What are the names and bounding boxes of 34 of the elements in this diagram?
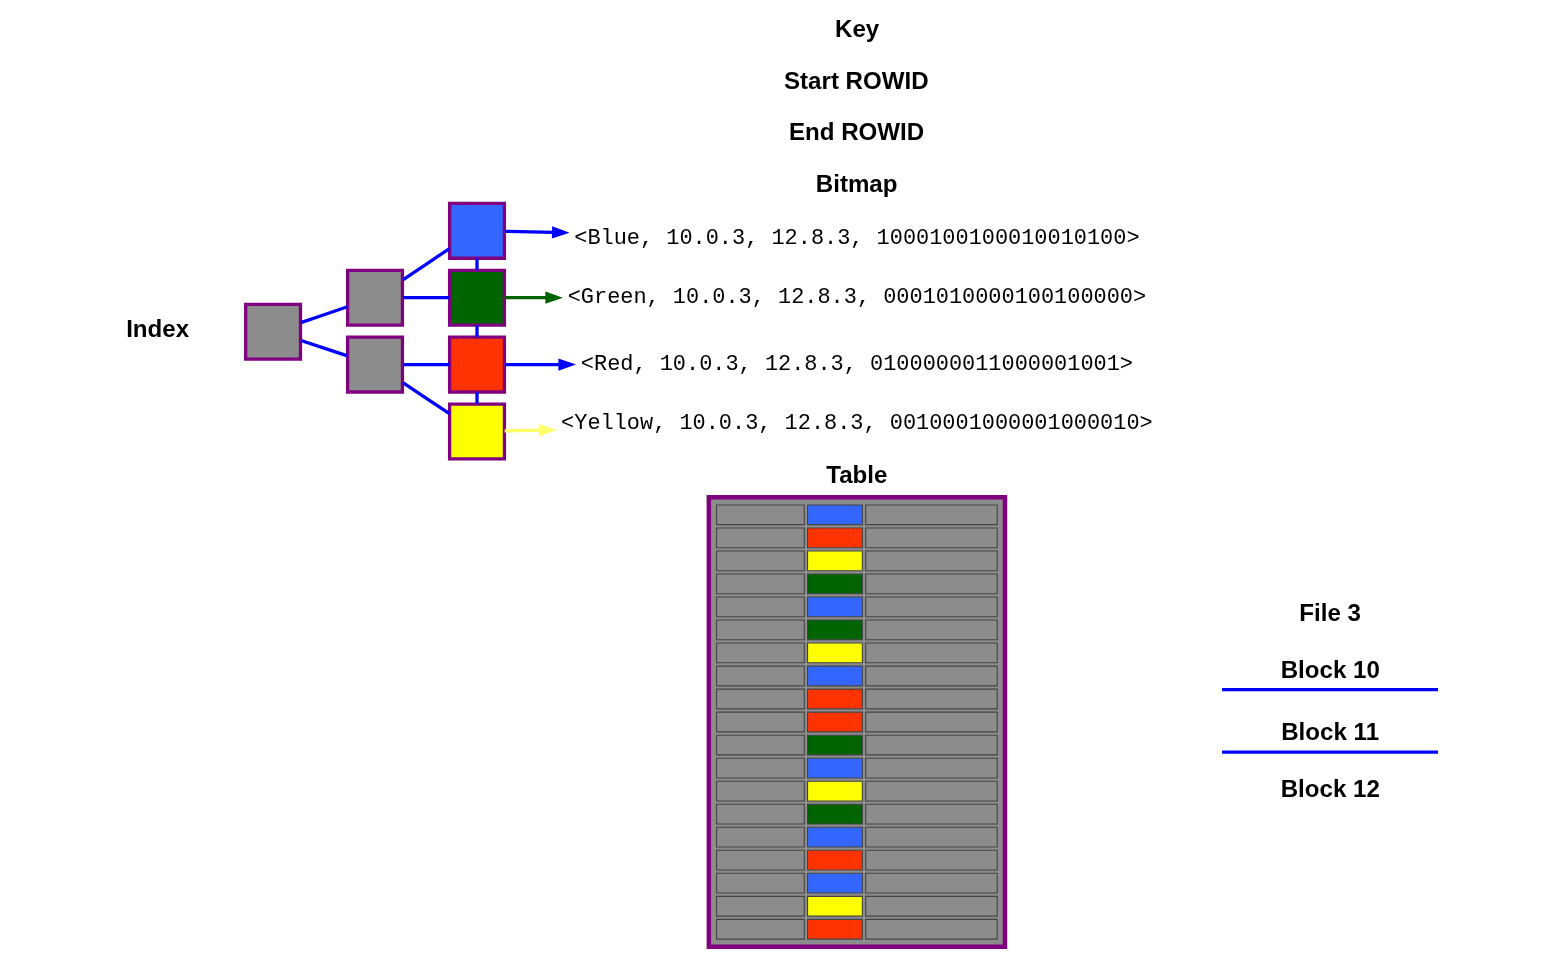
arrow xyxy=(504,226,570,239)
arrow xyxy=(504,291,563,304)
connector xyxy=(401,381,450,416)
label: Index xyxy=(125,314,189,342)
connector xyxy=(401,247,450,282)
label: Start ROWID xyxy=(783,66,929,94)
label: Block 12 xyxy=(1280,775,1380,803)
connector xyxy=(402,296,449,300)
arrow xyxy=(504,358,576,371)
label: Block 11 xyxy=(1280,718,1379,746)
node-box xyxy=(345,268,404,327)
connector xyxy=(402,362,449,367)
node-text: <Yellow, 10.0.3, 12.8.3, 0010001000001000010> xyxy=(560,411,1153,437)
label: End ROWID xyxy=(788,118,924,146)
node-box xyxy=(447,268,506,327)
node-text: <Blue, 10.0.3, 12.8.3, 1000100100010010100> xyxy=(573,225,1140,251)
node-text: <Green, 10.0.3, 12.8.3, 0001010000100100000> xyxy=(567,285,1146,311)
node-label: Table xyxy=(825,460,887,488)
connector xyxy=(299,338,348,358)
node-text: <Red, 10.0.3, 12.8.3, 0100000011000001001> xyxy=(580,352,1133,378)
label: Bitmap xyxy=(815,170,898,198)
connector xyxy=(474,325,479,337)
node-box xyxy=(447,402,506,461)
node-box xyxy=(447,201,506,260)
connector xyxy=(299,305,348,325)
label: Key xyxy=(834,15,879,43)
connector xyxy=(474,258,479,270)
label: File 3 xyxy=(1298,598,1361,626)
label: Block 10 xyxy=(1280,655,1380,683)
arrow xyxy=(504,424,556,437)
node-box xyxy=(345,335,404,394)
connector xyxy=(474,392,479,404)
node-box xyxy=(447,335,506,394)
node-box xyxy=(243,302,302,361)
